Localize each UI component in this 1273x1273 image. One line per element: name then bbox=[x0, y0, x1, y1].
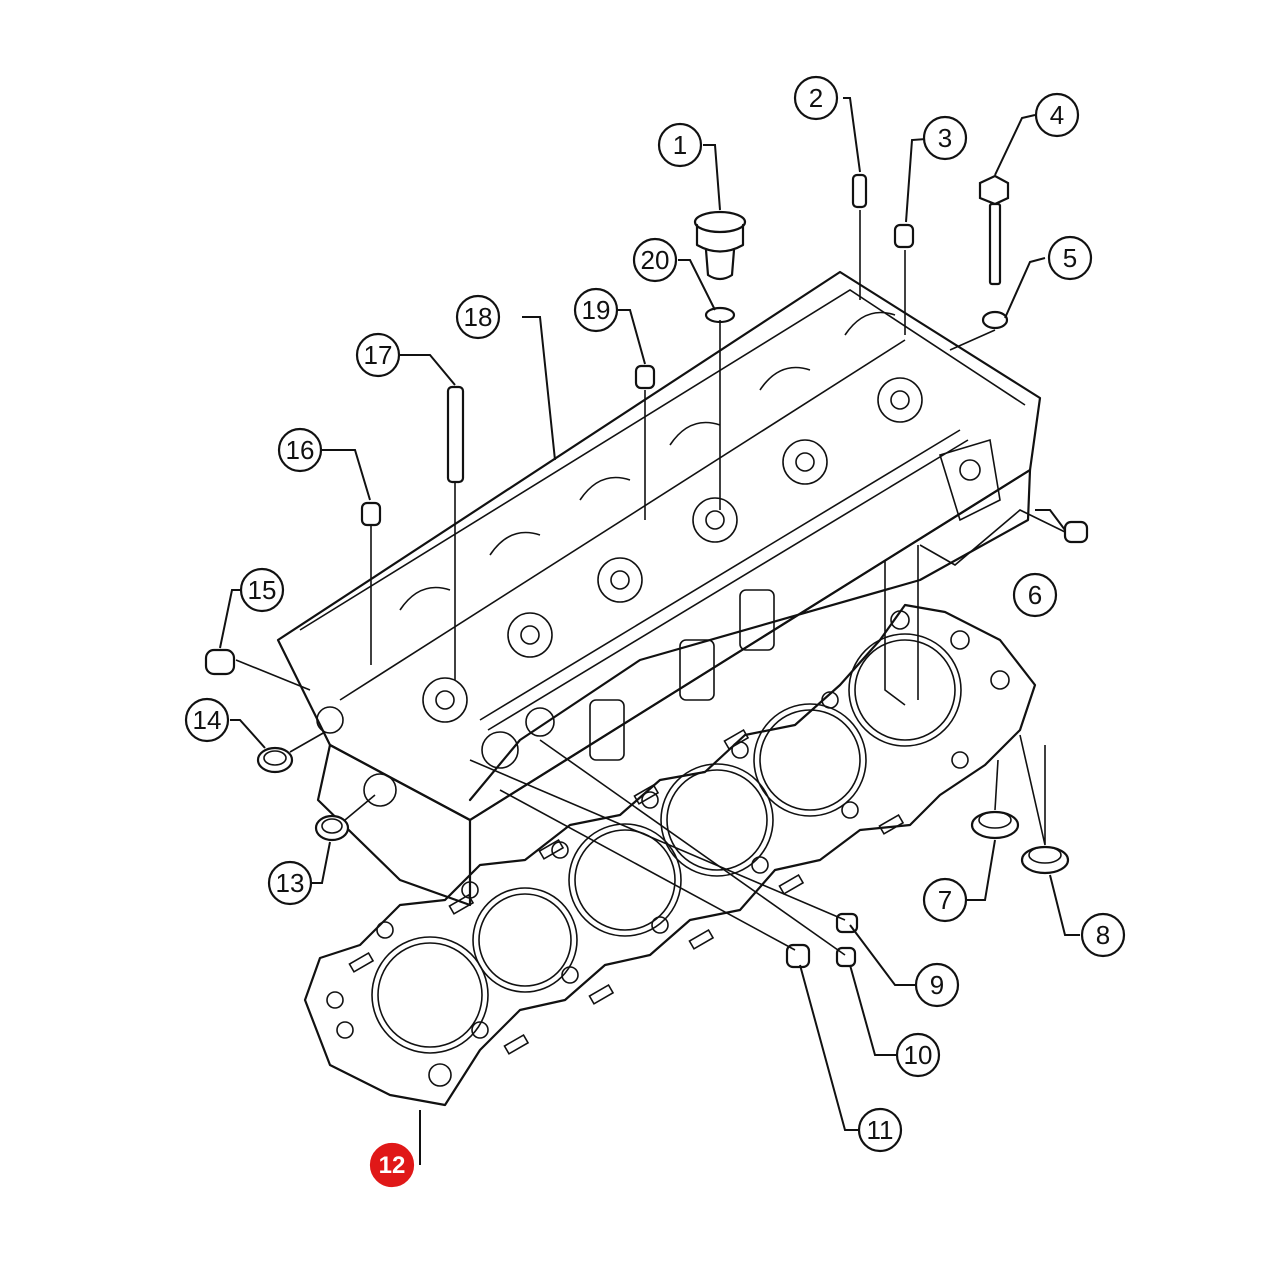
part-5-washer bbox=[981, 310, 1009, 330]
part-3-dowel bbox=[893, 223, 915, 249]
callout-10-circle bbox=[895, 1032, 941, 1078]
part-13-seal bbox=[314, 814, 350, 842]
callout-18: 18 bbox=[455, 294, 501, 340]
callout-19-circle bbox=[573, 287, 619, 333]
head-gasket bbox=[303, 603, 1037, 1107]
callout-11-label: 11 bbox=[867, 1115, 894, 1145]
callout-11: 11 bbox=[857, 1107, 903, 1153]
callout-16: 16 bbox=[277, 427, 323, 473]
callout-7-circle bbox=[922, 877, 968, 923]
callout-4-label: 4 bbox=[1050, 100, 1064, 130]
part-15-plug bbox=[204, 648, 236, 676]
callout-8-circle bbox=[1080, 912, 1126, 958]
callout-13-label: 13 bbox=[276, 868, 305, 898]
callout-16-circle bbox=[277, 427, 323, 473]
callout-4: 4 bbox=[1034, 92, 1080, 138]
callout-1-label: 1 bbox=[673, 130, 687, 160]
small-parts bbox=[204, 173, 1089, 969]
callout-19: 19 bbox=[573, 287, 619, 333]
callout-14-label: 14 bbox=[193, 705, 222, 735]
leader-lines bbox=[219, 97, 1080, 1165]
callout-12-label: 12 bbox=[379, 1152, 406, 1179]
part-7-seal bbox=[970, 810, 1020, 840]
callout-18-label: 18 bbox=[464, 302, 493, 332]
callout-11-circle bbox=[857, 1107, 903, 1153]
part-11-plug bbox=[785, 943, 811, 969]
callout-3: 3 bbox=[922, 115, 968, 161]
callout-20-label: 20 bbox=[641, 245, 670, 275]
callout-17-circle bbox=[355, 332, 401, 378]
callout-9-label: 9 bbox=[930, 970, 944, 1000]
callout-15: 15 bbox=[239, 567, 285, 613]
part-19-dowel bbox=[634, 364, 656, 390]
gasket-oil-slots bbox=[348, 728, 905, 1055]
callout-6-circle bbox=[1012, 572, 1058, 618]
part-1-plug bbox=[693, 210, 747, 281]
callout-3-label: 3 bbox=[938, 123, 952, 153]
callout-20: 20 bbox=[632, 237, 678, 283]
callout-17-label: 17 bbox=[364, 340, 393, 370]
callout-2-label: 2 bbox=[809, 83, 823, 113]
callout-12: 12 bbox=[369, 1142, 415, 1188]
callout-10-label: 10 bbox=[904, 1040, 933, 1070]
callout-14: 14 bbox=[184, 697, 230, 743]
callout-6-label: 6 bbox=[1028, 580, 1042, 610]
part-14-seal bbox=[256, 746, 294, 774]
part-16-dowel bbox=[360, 501, 382, 527]
callout-6: 6 bbox=[1012, 572, 1058, 618]
part-4-bolt bbox=[978, 174, 1010, 286]
callout-1-circle bbox=[657, 122, 703, 168]
part-8-seal bbox=[1020, 845, 1070, 875]
callout-4-circle bbox=[1034, 92, 1080, 138]
callout-15-label: 15 bbox=[248, 575, 277, 605]
cylinder-head bbox=[276, 270, 1042, 907]
callout-20-circle bbox=[632, 237, 678, 283]
callout-7: 7 bbox=[922, 877, 968, 923]
callout-2-circle bbox=[793, 75, 839, 121]
callout-5-label: 5 bbox=[1063, 243, 1077, 273]
callout-17: 17 bbox=[355, 332, 401, 378]
part-20-washer bbox=[704, 306, 736, 324]
callout-2: 2 bbox=[793, 75, 839, 121]
callout-7-label: 7 bbox=[938, 885, 952, 915]
callout-15-circle bbox=[239, 567, 285, 613]
callout-9: 9 bbox=[914, 962, 960, 1008]
callout-16-label: 16 bbox=[286, 435, 315, 465]
callout-5: 5 bbox=[1047, 235, 1093, 281]
valve-port-bosses bbox=[422, 377, 923, 723]
callout-5-circle bbox=[1047, 235, 1093, 281]
callout-8-label: 8 bbox=[1096, 920, 1110, 950]
callout-19-label: 19 bbox=[582, 295, 611, 325]
part-2-pin bbox=[851, 173, 868, 209]
callout-13: 13 bbox=[267, 860, 313, 906]
callout-12-circle bbox=[369, 1142, 415, 1188]
callout-10: 10 bbox=[895, 1032, 941, 1078]
part-6-plug bbox=[1063, 520, 1089, 544]
callout-8: 8 bbox=[1080, 912, 1126, 958]
callout-9-circle bbox=[914, 962, 960, 1008]
part-17-tube bbox=[446, 385, 465, 484]
callout-14-circle bbox=[184, 697, 230, 743]
callout-3-circle bbox=[922, 115, 968, 161]
callout-13-circle bbox=[267, 860, 313, 906]
callout-1: 1 bbox=[657, 122, 703, 168]
callout-18-circle bbox=[455, 294, 501, 340]
